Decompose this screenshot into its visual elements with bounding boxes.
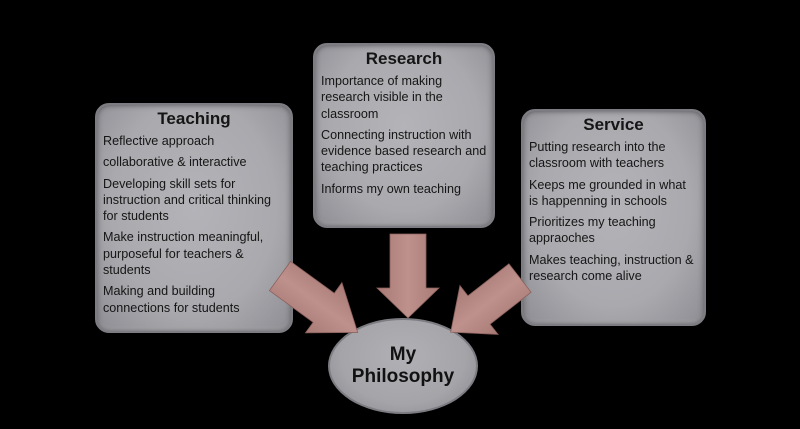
arrow-service-icon: [450, 263, 532, 335]
research-box: Research Importance of making research v…: [313, 43, 495, 228]
service-item: Prioritizes my teaching appraoches: [529, 215, 656, 246]
teaching-item: Developing skill sets for instruction an…: [103, 176, 271, 224]
hub-line1: My: [389, 344, 417, 365]
teaching-box: Teaching Reflective approach collaborati…: [95, 103, 293, 333]
service-item: Putting research into the classroom with…: [529, 140, 666, 171]
research-item: Importance of making research visible in…: [321, 74, 443, 121]
research-item: Informs my own teaching: [321, 181, 461, 196]
service-item: Makes teaching, instruction & research c…: [529, 252, 694, 284]
teaching-title: Teaching: [157, 109, 231, 128]
hub-line2: Philosophy: [351, 366, 455, 387]
service-box: Service Putting research into the classr…: [521, 109, 706, 326]
teaching-item: Make instruction meaningful, purposeful …: [103, 230, 264, 278]
arrow-teaching-icon: [268, 260, 359, 334]
teaching-item: Reflective approach: [103, 134, 215, 148]
research-item: Connecting instruction with evidence bas…: [321, 127, 487, 175]
service-title: Service: [583, 115, 644, 134]
service-item: Keeps me grounded in what is happenning …: [529, 177, 686, 208]
arrow-research-icon: [376, 233, 440, 319]
teaching-item: Making and building connections for stud…: [103, 284, 240, 315]
research-title: Research: [365, 49, 443, 68]
teaching-item: collaborative & interactive: [103, 155, 247, 170]
